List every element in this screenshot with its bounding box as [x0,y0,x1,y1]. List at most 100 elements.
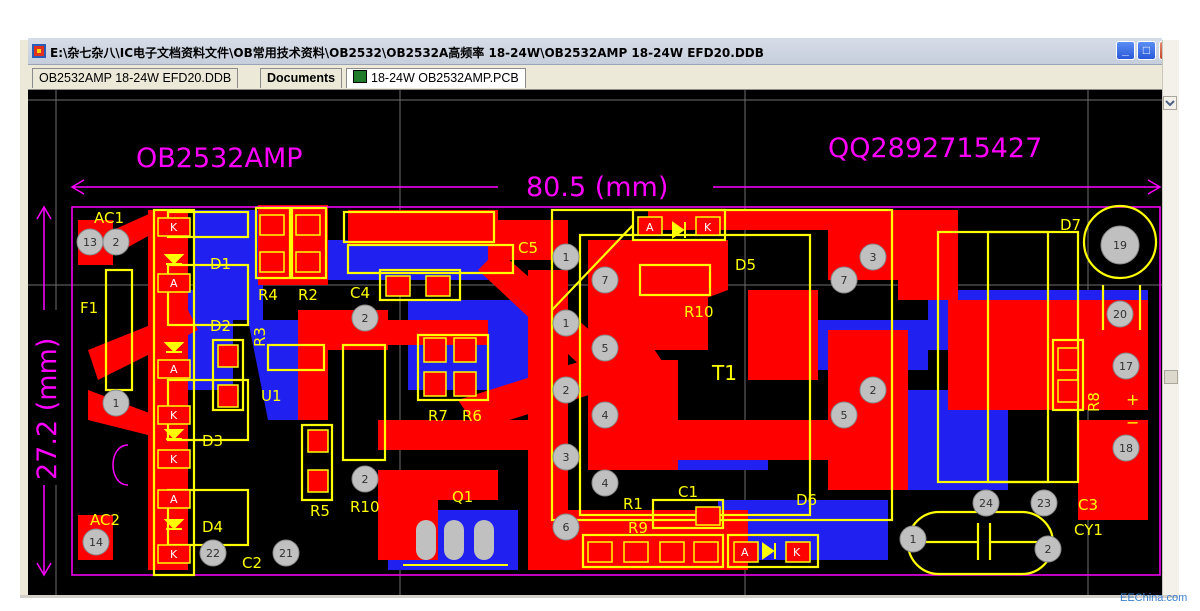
scrollbar-grip[interactable] [1164,370,1178,384]
through-hole-pad [1100,225,1140,265]
through-hole-pad [102,228,130,256]
tab-label: OB2532AMP 18-24W EFD20.DDB [39,71,232,85]
pad-number: 1 [113,397,120,410]
pcb-canvas[interactable]: OB2532AMP QQ2892715427 80.5 (mm) 27.2 (m… [28,90,1162,595]
window-title: E:\杂七杂八\IC电子文档资料文件\OB常用技术资料\OB2532\OB253… [50,46,764,60]
through-hole-pad [552,309,580,337]
designator-d5: D5 [735,256,756,274]
q1-transistor [403,520,508,566]
through-hole-pad [859,376,887,404]
tab-pcb[interactable]: 18-24W OB2532AMP.PCB [346,68,526,88]
through-hole-pad [82,528,110,556]
pad-number: 20 [1113,308,1127,321]
designator-d7: D7 [1060,216,1081,234]
designator-r6: R6 [462,407,482,425]
designator-c2: C2 [242,554,262,572]
pad-number: 23 [1037,497,1051,510]
svg-text:K: K [704,221,712,234]
designator-ac1: AC1 [94,209,124,227]
through-hole-pad [351,465,379,493]
pad-number: 13 [83,236,97,249]
pad-number: 7 [841,274,848,287]
through-hole-pad [972,489,1000,517]
watermark: EEChina.com [1120,592,1188,604]
designator-u1: U1 [261,387,282,405]
through-hole-pad [859,243,887,271]
title-bar[interactable]: E:\杂七杂八\IC电子文档资料文件\OB常用技术资料\OB2532\OB253… [28,38,1178,65]
through-hole-pad [552,376,580,404]
pad-number: 24 [979,497,993,510]
maximize-button[interactable]: □ [1137,41,1156,60]
through-hole-pad [1030,489,1058,517]
svg-text:A: A [646,221,654,234]
svg-text:K: K [170,409,178,422]
dimension-label-bg [498,172,713,202]
designator-d6: D6 [796,491,817,509]
board-name-label: OB2532AMP [136,143,303,174]
scroll-arrow-icon[interactable] [1163,96,1177,110]
through-hole-pad [552,243,580,271]
svg-text:K: K [170,453,178,466]
through-hole-pad [1112,434,1140,462]
tab-label: Documents [267,71,336,85]
width-dimension-label: 80.5 (mm) [526,172,668,203]
pad-number: 2 [563,384,570,397]
height-dimension-label: 27.2 (mm) [32,338,63,480]
through-hole-pad [199,539,227,567]
through-hole-pad [102,389,130,417]
app-icon [32,44,46,58]
pad-number: 1 [910,533,917,546]
tab-documents[interactable]: Documents [260,68,343,88]
designator-t1: T1 [711,361,737,385]
designator-f1: F1 [80,299,98,317]
pad-number: 21 [279,547,293,560]
through-hole-pad [552,513,580,541]
minimize-button[interactable]: _ [1116,41,1135,60]
pad-number: 5 [602,342,609,355]
designator-d4: D4 [202,518,223,536]
designator-r8: R8 [1085,392,1103,412]
designator-q1: Q1 [452,488,473,506]
pad-number: 2 [362,312,369,325]
tab-ddb[interactable]: OB2532AMP 18-24W EFD20.DDB [32,68,239,88]
designator-c5: C5 [518,239,538,257]
svg-text:K: K [170,221,178,234]
through-hole-pad [552,443,580,471]
polarity-minus: − [1126,413,1139,432]
designator-d2: D2 [210,317,231,335]
designator-cy1: CY1 [1074,521,1103,539]
pad-number: 14 [89,536,103,549]
diode-symbols [163,221,776,560]
pin-letters: K A A K K A K A K A K [170,221,801,561]
pad-number: 2 [113,236,120,249]
svg-text:A: A [741,546,749,559]
through-hole-pad [830,266,858,294]
contact-label: QQ2892715427 [828,133,1042,164]
svg-text:A: A [170,277,178,290]
svg-text:K: K [170,548,178,561]
designator-r1: R1 [623,495,643,513]
designator-r7: R7 [428,407,448,425]
pad-number: 2 [870,384,877,397]
designator-r2: R2 [298,286,318,304]
pad-number: 1 [563,317,570,330]
designator-r4: R4 [258,286,278,304]
dimension-label-bg [29,310,61,485]
svg-text:A: A [170,363,178,376]
through-hole-pad [591,266,619,294]
designator-r3: R3 [251,327,269,347]
svg-text:A: A [170,493,178,506]
through-hole-pad [591,469,619,497]
pad-number: 4 [602,477,609,490]
designator-r10: R10 [350,498,380,516]
designator-r9: R9 [628,519,648,537]
pad-number: 6 [563,521,570,534]
pad-number: 4 [602,409,609,422]
through-hole-pad [1034,535,1062,563]
designator-ac2: AC2 [90,511,120,529]
pcb-document-icon [353,70,367,83]
through-hole-pad [899,525,927,553]
vertical-scrollbar[interactable] [1162,40,1179,595]
window-bottom-edge [20,595,1178,598]
